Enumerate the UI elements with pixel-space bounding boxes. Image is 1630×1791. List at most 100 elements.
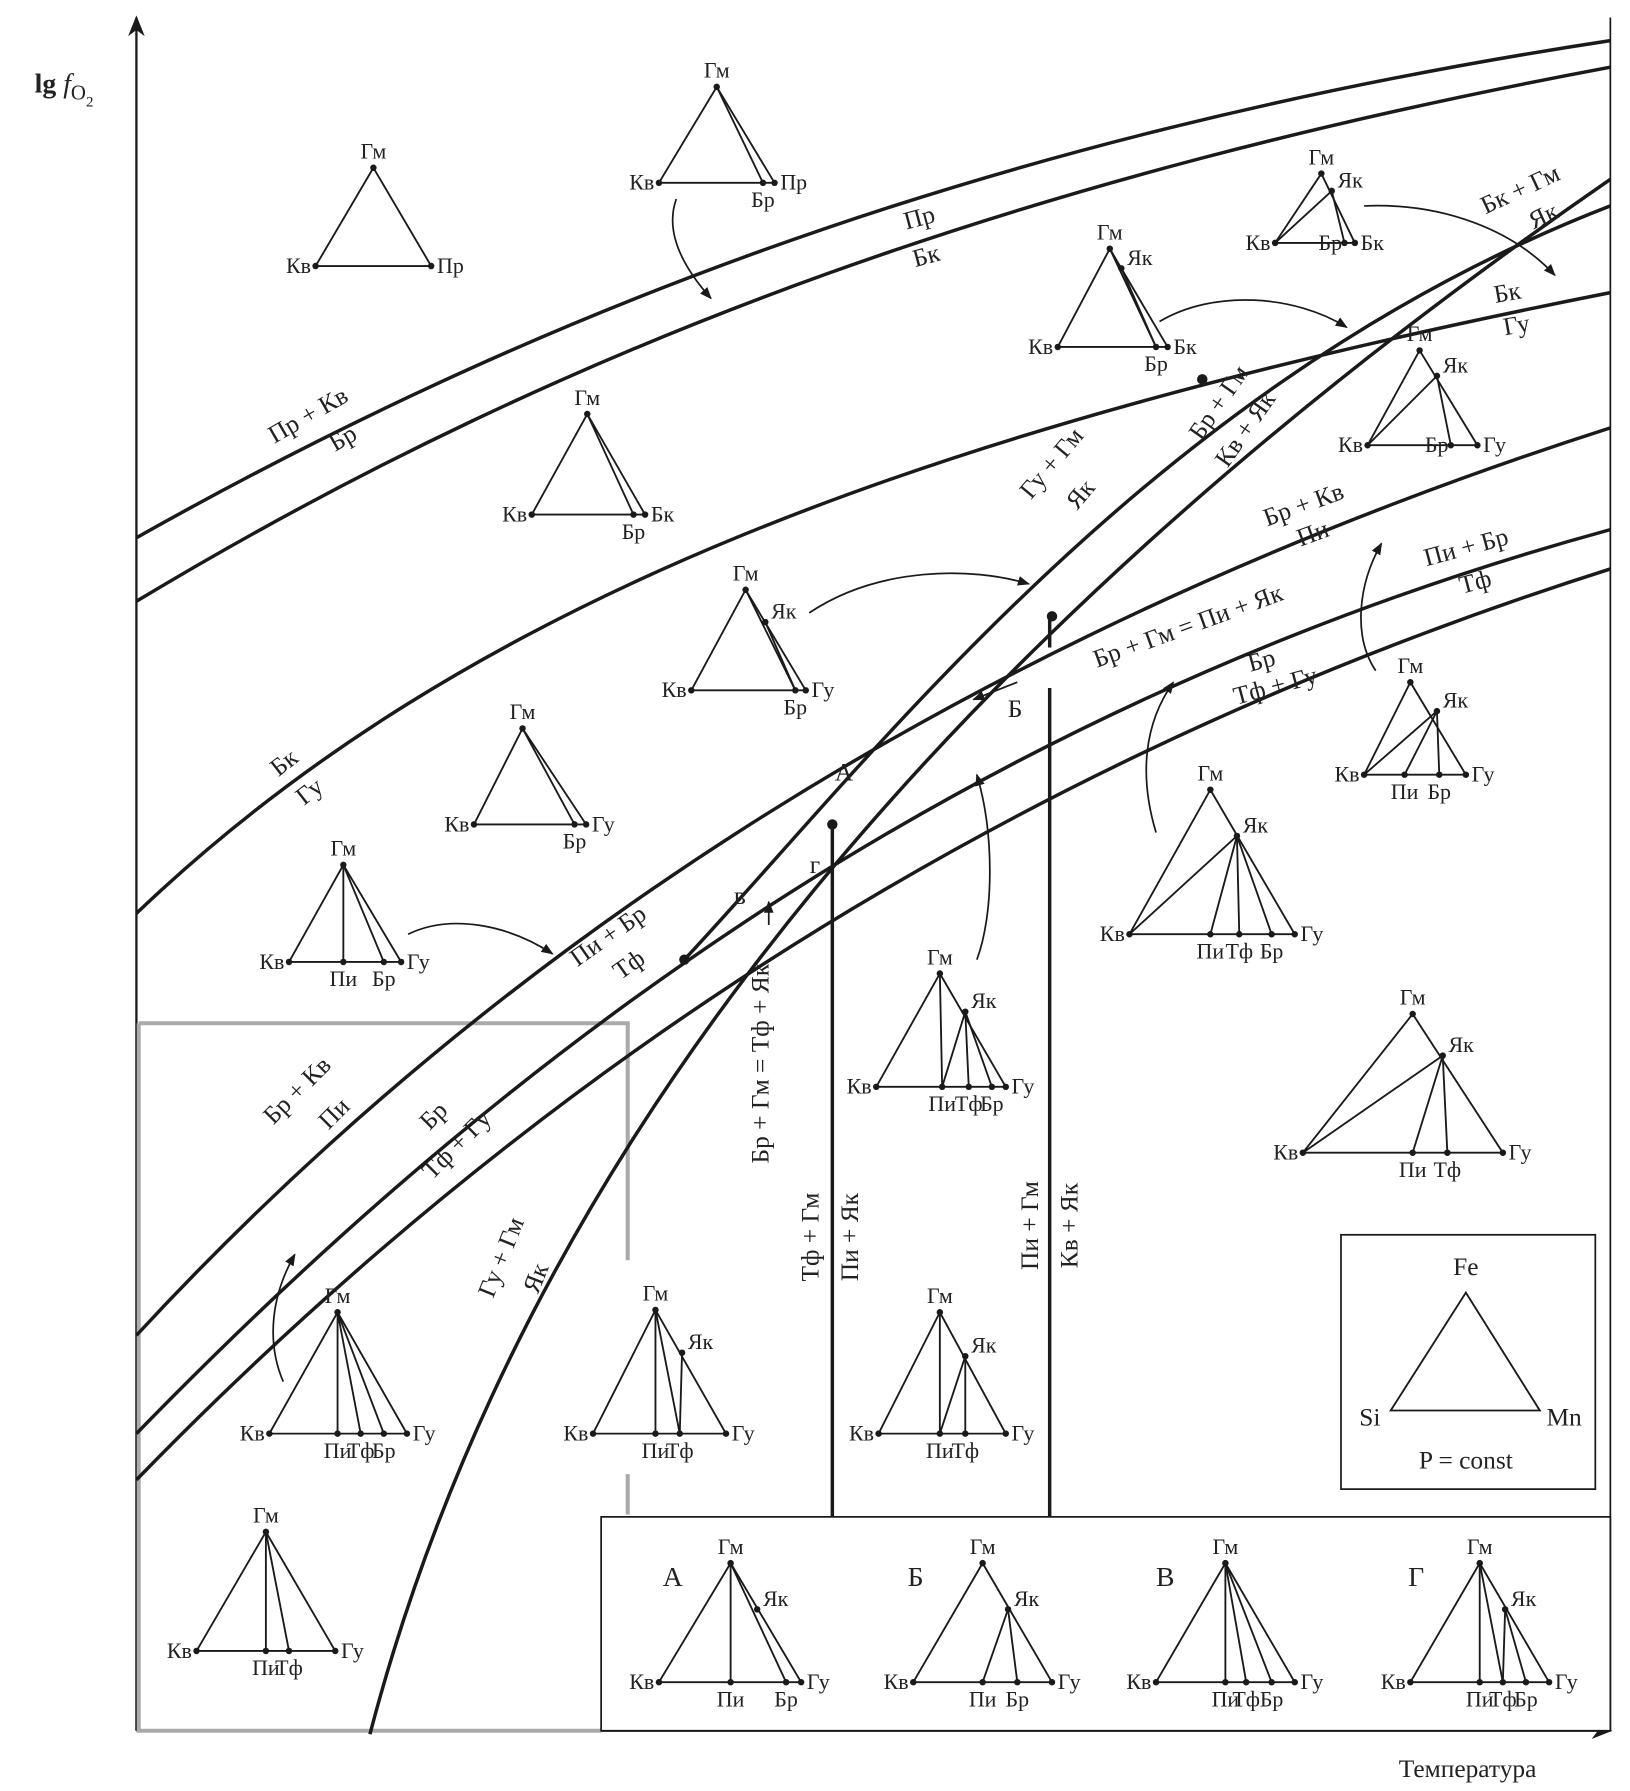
phase-label: Гу [341, 1638, 364, 1663]
phase-point [285, 1647, 293, 1655]
inset-label: А [663, 1562, 683, 1593]
phase-point [962, 1430, 969, 1437]
phase-label: Кв [1028, 334, 1053, 359]
phase-label: Пи [1391, 779, 1419, 804]
phase-label: Кв [1126, 1669, 1151, 1694]
phase-point [1222, 1559, 1229, 1567]
invariant-point [827, 819, 838, 830]
invariant-point-label: А [835, 757, 854, 786]
phase-label: Кв [167, 1638, 192, 1663]
phase-point [678, 1349, 686, 1356]
phase-label: Гм [970, 1534, 996, 1559]
phase-label: Кв [662, 677, 687, 702]
phase-point [979, 1559, 986, 1567]
tie-line [1501, 1609, 1507, 1683]
phase-label: Бр [1260, 1686, 1284, 1711]
tie-line [1302, 1054, 1444, 1154]
tie-line [586, 413, 635, 515]
phase-point [1433, 372, 1441, 380]
legend-si: Si [1359, 1403, 1380, 1432]
tie-line [1236, 835, 1273, 935]
phase-label: Бр [622, 519, 646, 544]
phase-label: Гм [1467, 1534, 1493, 1559]
phase-label: Гм [1097, 219, 1123, 244]
phase-point [979, 1678, 986, 1686]
tie-line [1363, 710, 1438, 776]
phase-point [1522, 1678, 1530, 1686]
phase-label: Гм [330, 836, 356, 861]
phase-point [965, 1083, 972, 1091]
phase-label: Гу [1058, 1669, 1081, 1694]
phase-point [1207, 786, 1214, 793]
curve-label: Бк [1491, 276, 1523, 309]
phase-point [470, 821, 478, 828]
phase-point [582, 821, 590, 828]
phase-label: Як [763, 1586, 789, 1611]
phase-label: Пи [717, 1686, 745, 1711]
phase-label: Гм [1213, 1534, 1239, 1559]
curve-label: Пи + Як [835, 1192, 864, 1281]
phase-label: Як [1511, 1586, 1537, 1611]
phase-point [262, 1528, 270, 1536]
phase-label: Тф [347, 1438, 375, 1463]
phase-label: Кв [286, 253, 311, 278]
phase-point [1462, 771, 1470, 778]
phase-point [1106, 245, 1114, 252]
phase-point [759, 179, 767, 187]
phase-label: Гу [1483, 432, 1506, 457]
phase-point [1499, 1678, 1507, 1686]
inset-label: В [1156, 1562, 1175, 1593]
curve-br-tf-gu [135, 567, 1611, 1482]
triangle-outline [689, 587, 808, 692]
inset-label: Г [1408, 1562, 1424, 1593]
phase-label: Як [1014, 1586, 1040, 1611]
phase-point [688, 687, 695, 694]
phase-point [1501, 1606, 1509, 1613]
phase-label: Тф [275, 1655, 303, 1680]
phase-point [762, 618, 769, 626]
phase-point [655, 179, 663, 187]
phase-label: Тф [1434, 1157, 1462, 1182]
phase-label: Кв [629, 1669, 654, 1694]
phase-point [722, 1430, 730, 1437]
phase-label: Бр [980, 1091, 1004, 1116]
phase-point [1447, 441, 1455, 449]
phase-point [1499, 1149, 1507, 1156]
phase-label: Кв [1245, 230, 1270, 255]
tie-line [1504, 1609, 1527, 1683]
phase-point [397, 958, 405, 966]
phase-label: Гм [1197, 760, 1223, 785]
phase-point [1004, 1606, 1012, 1613]
phase-point [988, 1083, 996, 1091]
invariant-point [1046, 611, 1058, 622]
phase-point [528, 511, 536, 518]
tie-line [336, 1311, 385, 1434]
triangle-outline [472, 726, 588, 826]
phase-point [380, 958, 388, 966]
phase-label: Бр [751, 187, 775, 212]
phase-label: Кв [444, 811, 469, 836]
phase-label: Кв [1334, 762, 1359, 787]
phase-label: Кв [1100, 921, 1125, 946]
inset-box [600, 1515, 1612, 1732]
reaction-arrow [1360, 542, 1383, 672]
tie-line [521, 728, 576, 825]
tie-line [941, 1011, 967, 1088]
phase-label: Як [1449, 1032, 1475, 1057]
phase-label: Пр [780, 170, 807, 195]
phase-label: Тф [1232, 1686, 1260, 1711]
phase-point [1360, 771, 1368, 778]
phase-label: Гу [1509, 1140, 1532, 1165]
phase-label: Бр [784, 695, 808, 720]
phase-label: Бр [1427, 779, 1451, 804]
tie-line [1224, 1562, 1273, 1683]
